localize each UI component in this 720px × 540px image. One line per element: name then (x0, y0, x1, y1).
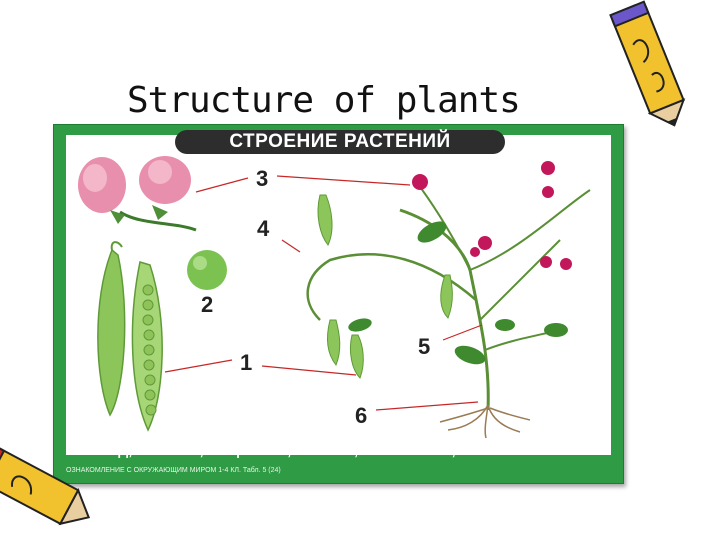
pencil-icon-bottom-left (0, 0, 720, 540)
